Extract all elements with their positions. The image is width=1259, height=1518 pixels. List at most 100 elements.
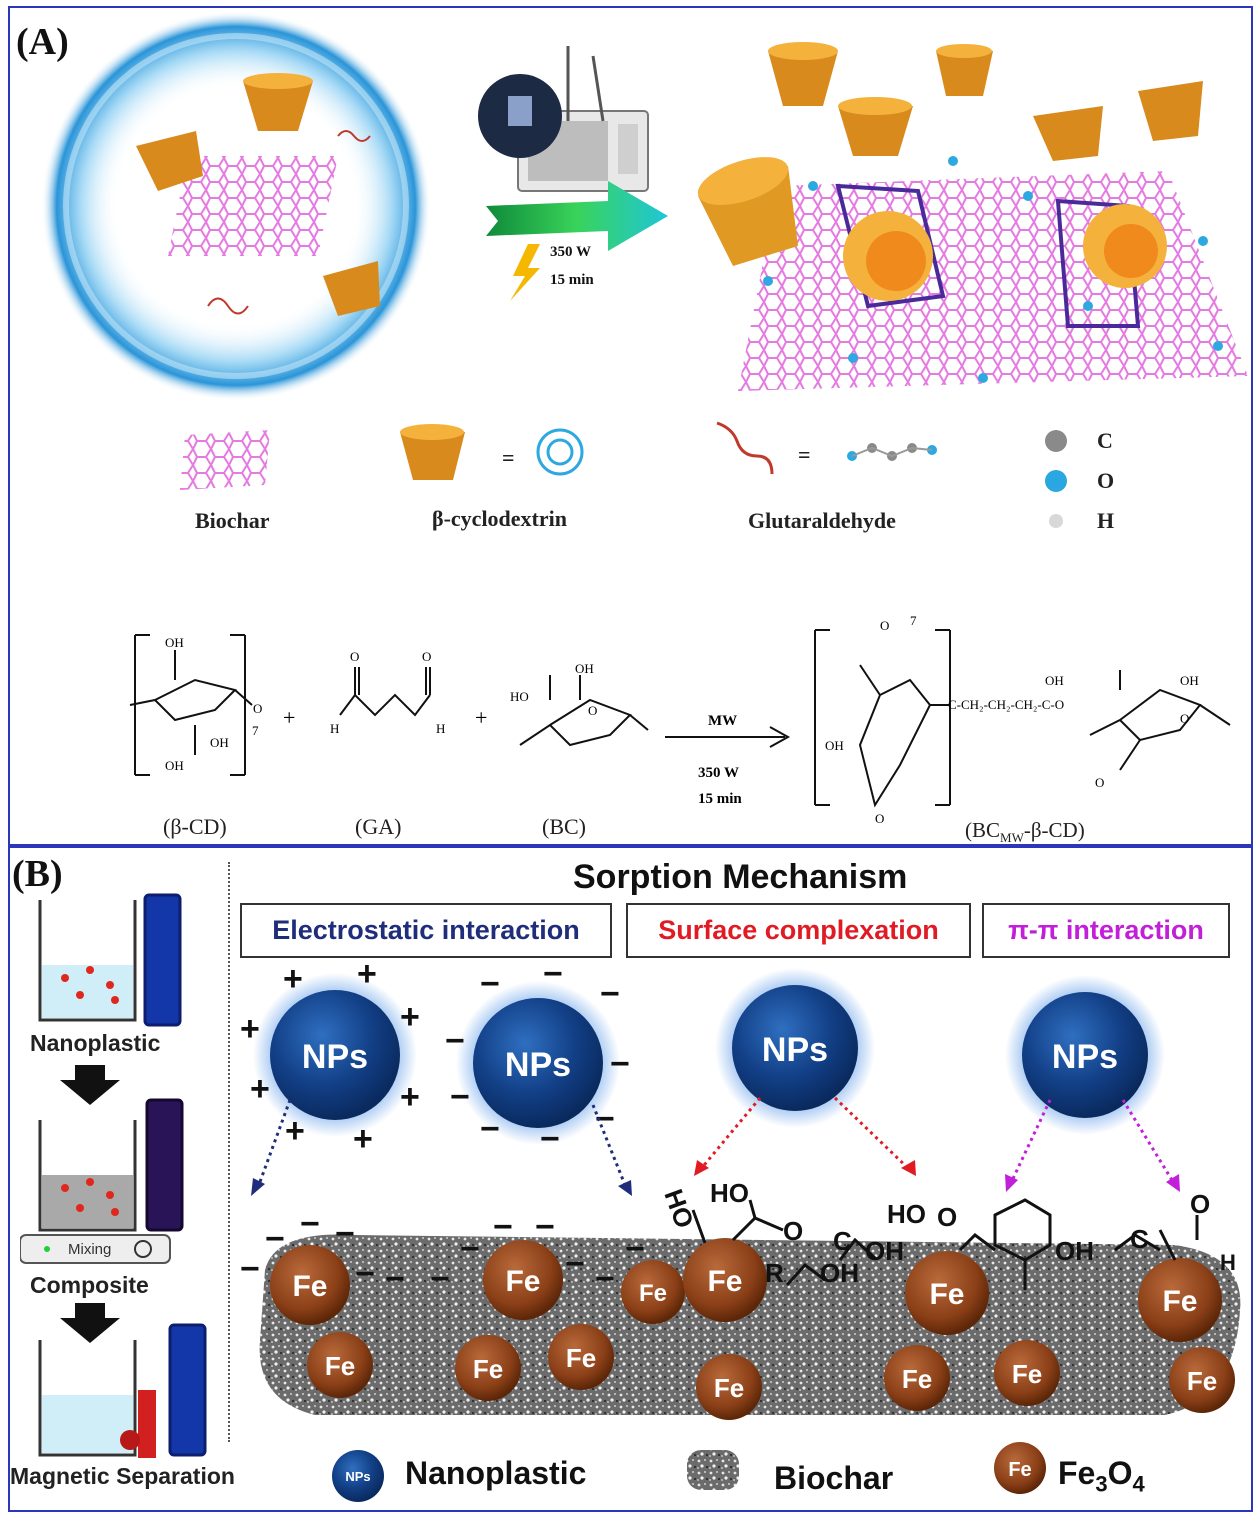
cyclodextrin-cup-icon [697,157,798,266]
group-oh: OH [865,1236,904,1266]
cyclodextrin-cup-icon [1033,106,1103,161]
atom-h-label: H [1097,508,1115,533]
np-label: NPs [505,1046,571,1084]
minus-sign: − [625,1230,645,1268]
bc-o: O [588,703,597,718]
minus-sign: − [335,1215,355,1253]
legend-fe-icon-label: Fe [1008,1459,1031,1481]
ga-h-right: H [436,721,445,736]
label-product-suffix: -β-CD) [1023,818,1085,842]
nanoplastic-complexation: NPs [715,968,875,1128]
atom-c: C [1045,428,1114,454]
ga-structure [339,667,431,717]
mechanism-scene: NPs NPs NPs NPs + + + + + + + + − − − − … [240,960,1241,1420]
fe-label: Fe [707,1265,742,1298]
cyclodextrin-cup-icon [843,211,933,301]
legend-glutaraldehyde-icon [716,421,937,475]
minus-sign: − [265,1220,285,1258]
minus-sign: − [460,1230,480,1268]
arrow-label-power: 350 W [698,765,739,781]
minus-sign: − [355,1255,375,1293]
np-label: NPs [762,1031,828,1069]
group-o: O [783,1216,803,1246]
plus-sign: + [357,960,377,993]
cyclodextrin-cup-icon [323,261,380,316]
plus-sign: + [400,1078,420,1116]
carbon-atom-icon [1045,430,1067,452]
mechanism-electrostatic-label: Electrostatic interaction [272,915,580,945]
plus-sign: + [285,1112,305,1150]
fe-label: Fe [473,1354,503,1384]
condition-power: 350 W [550,244,591,260]
cyclodextrin-cup-icon [838,97,913,156]
label-ga: (GA) [355,814,402,839]
panel-a-label: (A) [16,21,69,63]
product-o-top: O [880,618,889,633]
minus-sign: − [445,1022,465,1060]
fe-label: Fe [902,1364,932,1394]
mechanism-pi-pi-label: π-π interaction [1008,915,1204,945]
legend-cyclodextrin-label: β-cyclodextrin [432,506,567,531]
panel-a [8,6,1253,846]
fe3o4-particle: Fe [683,1238,767,1322]
fe-label: Fe [714,1373,744,1403]
plus-sign: + [400,998,420,1036]
minus-sign: − [430,1260,450,1298]
ga-o-right: O [422,649,431,664]
product-chain-oh: OH [1045,673,1064,688]
beta-cd-structure [129,634,253,776]
interaction-arrow [1008,1099,1052,1186]
atom-o-label: O [1097,468,1115,493]
panel-a-illustration [41,11,1248,401]
panel-b [8,846,1253,1512]
fe3o4-particle: Fe [270,1245,350,1325]
minus-sign: − [610,1045,630,1083]
beaker-composite [20,1098,184,1264]
minus-sign: − [480,965,500,1003]
legend-biochar-texture-icon [687,1450,739,1490]
label-product-sub: MW [1000,830,1024,846]
group-r: R [765,1258,784,1288]
hydrogen-atom-icon [1049,514,1063,528]
plus-sign-2: + [475,705,487,730]
cyclodextrin-cup-icon [1083,204,1167,288]
product-bc-o-bottom: O [1095,775,1104,790]
legend-biochar-label: Biochar [195,508,270,533]
nanoplastic-negative: NPs [456,981,620,1145]
cyclodextrin-cup-icon [136,131,203,191]
product-structure [814,629,1231,808]
fe-label: Fe [566,1343,596,1373]
bc-structure [519,675,649,747]
fe3o4-particle: Fe [884,1345,950,1411]
nanoplastic-positive: NPs [253,973,417,1137]
biochar-sheet-small [168,156,338,256]
fe-label: Fe [929,1278,964,1311]
atom-o: O [1045,468,1114,494]
mechanism-electrostatic: Electrostatic interaction [240,903,612,958]
minus-sign: − [540,1120,560,1158]
group-oh: OH [1055,1236,1094,1266]
fe3o4-particle: Fe [455,1335,521,1401]
fe3o4-particle: Fe [1138,1258,1222,1342]
arrow-label-time: 15 min [698,791,742,807]
process-steps [20,893,207,1458]
legend-biochar-b: Biochar [774,1460,894,1496]
group-o: O [1190,1189,1210,1219]
minus-sign: − [493,1208,513,1246]
fe3o4-particle: Fe [307,1332,373,1398]
group-c: C [1130,1224,1149,1254]
panel-b-label: (B) [12,853,63,895]
legend-fe3o4-sub1: 3 [1095,1471,1108,1497]
mechanism-pi-pi: π-π interaction [982,903,1230,958]
plus-sign: + [283,960,303,998]
interaction-arrow [255,1099,292,1191]
group-c: C [833,1226,852,1256]
fe-label: Fe [292,1270,327,1303]
down-arrow-icon [60,1303,120,1343]
beaker-magnetic-separation [38,1323,207,1458]
bc-oh: OH [575,661,594,676]
product-chain: C-CH₂-CH₂-CH₂-C-O [948,697,1064,712]
microwave-icon [478,46,649,192]
bc-ho: HO [510,689,529,704]
minus-sign: − [543,960,563,993]
